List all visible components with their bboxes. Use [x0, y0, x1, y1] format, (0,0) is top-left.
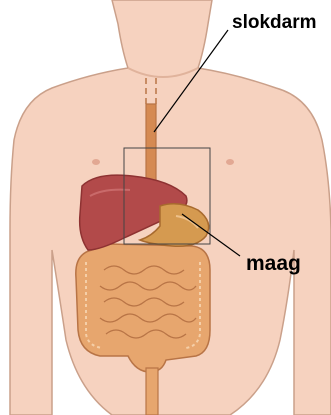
right-nipple [226, 159, 234, 165]
stomach-label: maag [246, 252, 301, 275]
esophagus-label: slokdarm [232, 12, 316, 33]
left-nipple [92, 159, 100, 165]
rectum [146, 368, 158, 415]
large-intestine [76, 244, 210, 372]
